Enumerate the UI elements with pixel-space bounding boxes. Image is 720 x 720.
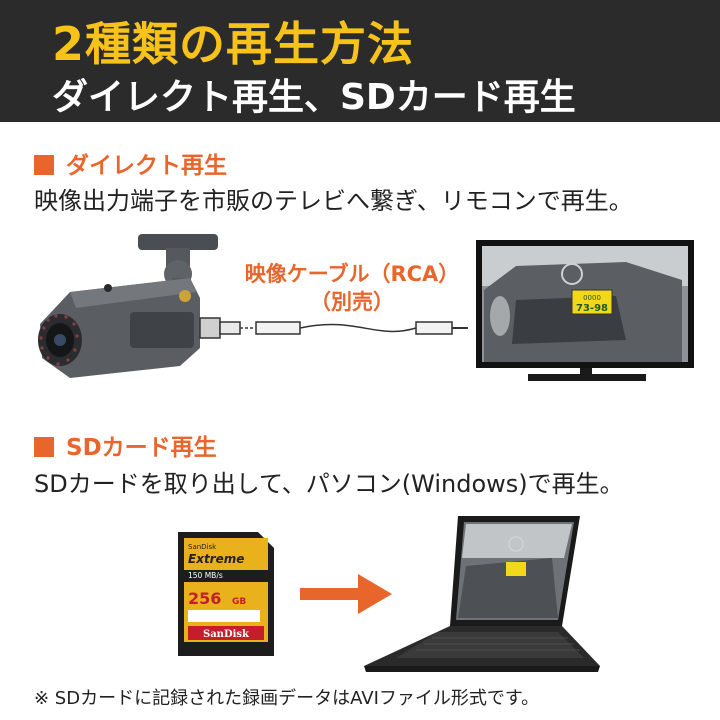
square-bullet-icon bbox=[34, 437, 54, 457]
section-heading-sd: SDカード再生 bbox=[34, 428, 217, 462]
cable-label-line1: 映像ケーブル（RCA） bbox=[244, 262, 460, 286]
section-heading-direct-text: ダイレクト再生 bbox=[66, 153, 227, 179]
page-title: 2種類の再生方法 bbox=[52, 17, 415, 71]
television-image: 0000 73-98 bbox=[476, 240, 694, 381]
laptop-image bbox=[364, 516, 600, 672]
cable-label: 映像ケーブル（RCA） （別売） bbox=[232, 260, 472, 316]
sd-card-image: SanDisk Extreme 150 MB/s 256 GB SanDisk bbox=[178, 532, 274, 656]
arrow-right-icon bbox=[300, 574, 392, 614]
security-camera-image bbox=[38, 234, 218, 378]
section-heading-sd-text: SDカード再生 bbox=[66, 435, 217, 461]
section-description-sd: SDカードを取り出して、パソコン(Windows)で再生。 bbox=[34, 470, 624, 498]
header-banner: 2種類の再生方法 ダイレクト再生、SDカード再生 bbox=[0, 0, 720, 122]
cable-label-line2: （別売） bbox=[310, 290, 394, 314]
page-subtitle: ダイレクト再生、SDカード再生 bbox=[52, 77, 576, 118]
footnote: ※ SDカードに記録された録画データはAVIファイル形式です。 bbox=[34, 688, 540, 709]
section-heading-direct: ダイレクト再生 bbox=[34, 146, 227, 180]
card-brand-bottom: SanDisk bbox=[203, 629, 250, 640]
plate-line2: 73-98 bbox=[576, 303, 608, 314]
card-speed: 150 MB/s bbox=[188, 571, 223, 580]
card-model: Extreme bbox=[188, 552, 244, 566]
card-capacity: 256 bbox=[188, 589, 221, 608]
card-brand-top: SanDisk bbox=[188, 543, 217, 551]
rca-cable-image bbox=[199, 317, 468, 339]
plate-line1: 0000 bbox=[583, 294, 601, 302]
card-unit: GB bbox=[232, 597, 246, 607]
section-description-direct: 映像出力端子を市販のテレビへ繋ぎ、リモコンで再生。 bbox=[34, 187, 633, 215]
square-bullet-icon bbox=[34, 155, 54, 175]
